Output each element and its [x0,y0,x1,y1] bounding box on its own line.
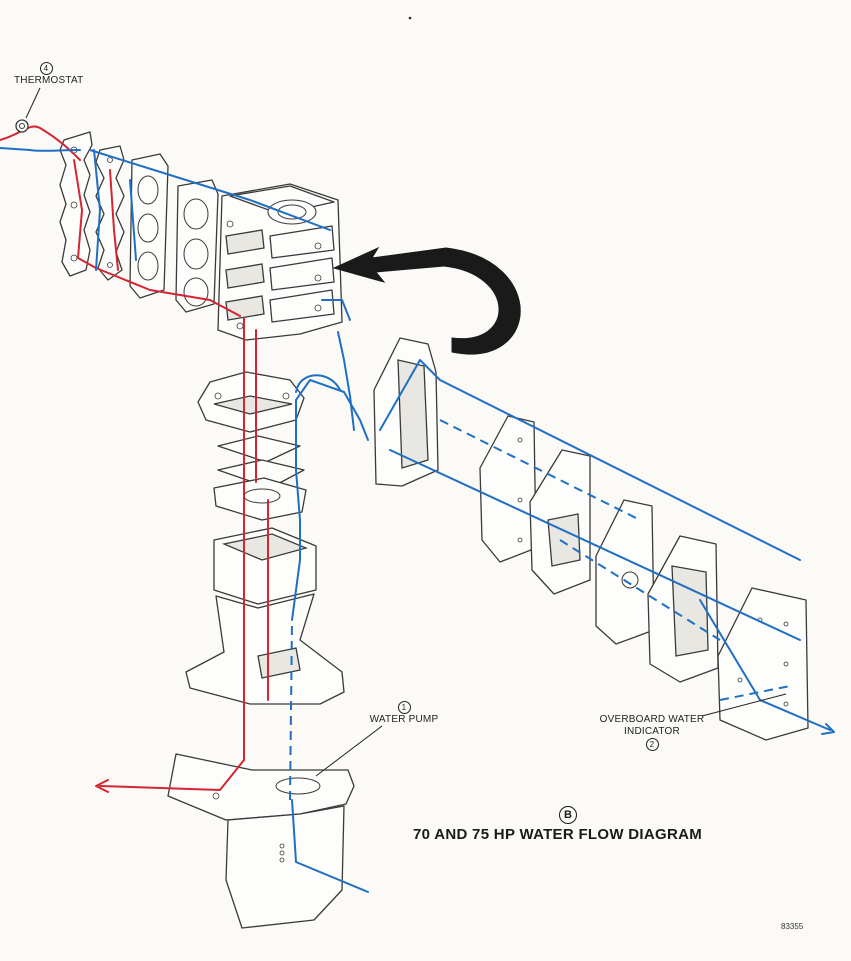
thermostat-leader [25,87,41,119]
powerhead-block [217,183,343,341]
thermostat-label: 4 THERMOSTAT [14,62,83,87]
exhaust-gasket-b [529,449,591,595]
registration-mark [408,16,412,20]
water-pump-leader [315,725,383,777]
inner-exhaust-cover [373,337,439,487]
water-pump-label: 1 WATER PUMP [364,701,444,726]
exhaust-gasket-1 [217,435,301,463]
adapter-plate [197,371,305,433]
head-gasket-2 [129,153,169,299]
outer-exhaust-cover [647,535,719,683]
figure-id: 83355 [781,922,804,931]
cylinder-head-stack [59,131,219,313]
thermostat-text: THERMOSTAT [14,75,84,86]
exhaust-plate [213,477,307,521]
exhaust-gasket-a [479,415,537,563]
exhaust-housing [185,527,345,705]
thermostat-part [15,119,29,133]
diagram-title: 70 AND 75 HP WATER FLOW DIAGRAM [413,826,703,843]
cylinder-gasket [175,179,219,313]
water-pump-callout-number: 1 [397,701,411,714]
view-marker: B [559,806,577,824]
overboard-indicator-callout-number: 2 [645,738,659,751]
thermostat-callout-number: 4 [39,62,53,75]
overboard-indicator-line2: INDICATOR [624,726,680,737]
exhaust-cover-stack [373,337,809,741]
cylinder-head-cover [59,131,93,277]
assembly-direction-arrow [332,246,521,355]
overboard-indicator-line1: OVERBOARD WATER [599,714,705,725]
overboard-indicator-label: OVERBOARD WATER INDICATOR 2 [596,714,708,751]
gearcase [167,753,355,929]
exhaust-divider-plate [595,499,655,645]
water-pump-text: WATER PUMP [369,714,439,725]
cool-water-flow [0,147,835,893]
outer-cover-plate [717,587,809,741]
overboard-indicator-leader [701,693,787,717]
hot-water-flow [0,125,269,793]
